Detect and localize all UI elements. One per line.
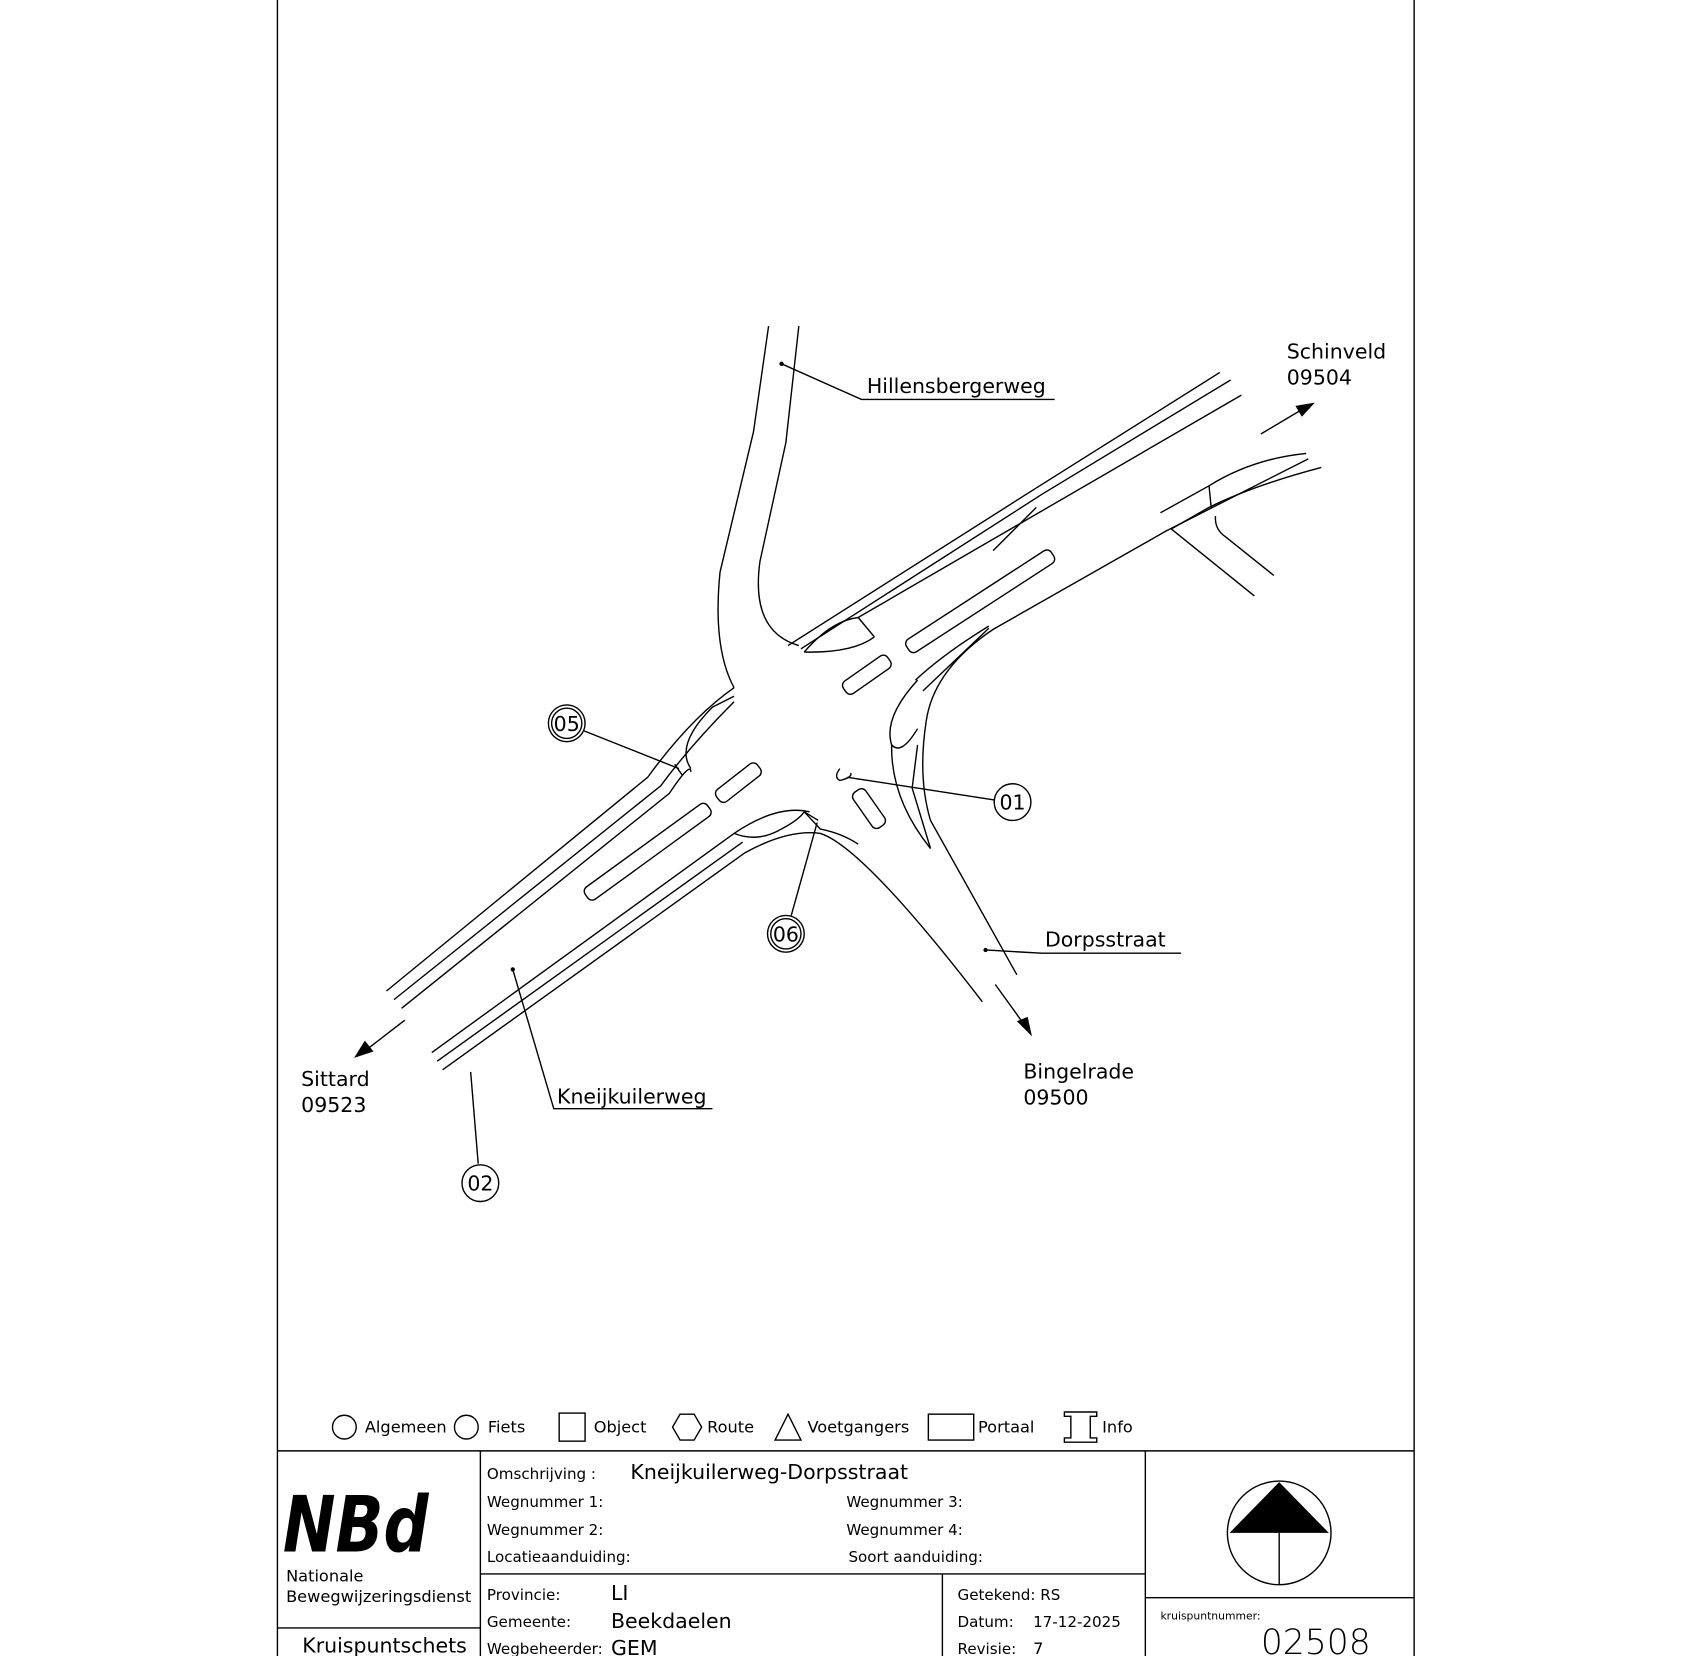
svg-text:Getekend: RS: Getekend: RS [958,1586,1061,1604]
svg-text:Beekdaelen: Beekdaelen [611,1609,732,1633]
junction-drawing [386,325,1322,1071]
svg-text:Route: Route [707,1418,754,1437]
svg-text:7: 7 [1033,1639,1043,1656]
road-label-hillensbergerweg: Hillensbergerweg [779,361,1055,401]
svg-text:Wegnummer 1:: Wegnummer 1: [487,1493,604,1511]
arrow-schinveld-icon [1295,402,1315,417]
svg-text:Portaal: Portaal [978,1418,1034,1437]
destination-bingelrade: Bingelrade 09500 [1023,1059,1134,1109]
omschrijving-value: Kneijkuilerweg-Dorpsstraat [630,1460,908,1484]
marker-05[interactable]: 05 [547,704,680,770]
marker-01[interactable]: 01 [847,776,1032,822]
svg-text:Bewegwijzeringsdienst: Bewegwijzeringsdienst [286,1587,471,1606]
svg-text:17-12-2025: 17-12-2025 [1033,1613,1121,1631]
marker-02[interactable]: 02 [461,1071,500,1203]
svg-text:01: 01 [1000,791,1026,815]
svg-text:Locatieaanduiding:: Locatieaanduiding: [487,1548,631,1566]
svg-text:Info: Info [1102,1418,1133,1437]
svg-text:Omschrijving :: Omschrijving : [487,1465,596,1483]
kruispunt-number: 02508 [1261,1623,1371,1656]
svg-text:09504: 09504 [1287,365,1352,389]
svg-text:Wegnummer 3:: Wegnummer 3: [846,1493,963,1511]
road-label-dorpsstraat: Dorpsstraat [983,928,1181,954]
svg-text:Dorpsstraat: Dorpsstraat [1045,928,1166,952]
svg-text:Wegnummer 2:: Wegnummer 2: [487,1521,604,1539]
svg-text:Datum:: Datum: [958,1613,1014,1631]
marker-06[interactable]: 06 [766,822,818,953]
svg-text:Nationale: Nationale [286,1566,363,1585]
destination-sittard: Sittard 09523 [301,1067,369,1117]
nbd-logo: NBd [283,1480,430,1570]
legend-circle-icon [331,1414,357,1440]
svg-text:Kneijkuilerweg: Kneijkuilerweg [557,1084,707,1108]
svg-text:Sittard: Sittard [301,1067,369,1091]
svg-text:02: 02 [467,1172,493,1196]
svg-text:LI: LI [611,1581,628,1605]
svg-text:Bingelrade: Bingelrade [1023,1059,1134,1083]
svg-text:05: 05 [554,712,580,736]
svg-text:Algemeen: Algemeen [365,1418,447,1437]
legend-i-beam-icon [1063,1411,1098,1443]
title-block: NBd Nationale Bewegwijzeringsdienst Krui… [277,1450,1415,1656]
svg-text:Revisie:: Revisie: [958,1640,1017,1656]
legend-rectangle-icon [927,1413,975,1441]
svg-text:Provincie:: Provincie: [487,1586,561,1604]
svg-text:Soort aanduiding:: Soort aanduiding: [848,1548,983,1566]
svg-text:Schinveld: Schinveld [1287,339,1386,363]
svg-text:Wegbeheerder:: Wegbeheerder: [487,1640,603,1656]
svg-text:kruispuntnummer:: kruispuntnummer: [1160,1609,1260,1622]
legend-hexagon-icon [671,1413,703,1441]
legend-triangle-icon [773,1412,803,1441]
destination-schinveld: Schinveld 09504 [1287,339,1386,389]
svg-text:Fiets: Fiets [488,1418,525,1437]
sheet-frame [276,0,1415,1656]
svg-text:Voetgangers: Voetgangers [807,1418,909,1437]
direction-arrows [354,402,1315,1058]
svg-text:06: 06 [773,922,799,946]
svg-text:Gemeente:: Gemeente: [487,1613,571,1631]
svg-text:09500: 09500 [1023,1085,1088,1109]
svg-text:09523: 09523 [301,1093,366,1117]
svg-text:Object: Object [594,1418,647,1437]
svg-text:GEM: GEM [611,1636,658,1656]
svg-text:Hillensbergerweg: Hillensbergerweg [867,374,1046,398]
arrow-bingelrade-icon [1016,1016,1032,1037]
legend-double-circle-icon [453,1414,479,1440]
road-label-kneijkuilerweg: Kneijkuilerweg [510,967,713,1110]
north-arrow-icon [1226,1480,1332,1586]
svg-text:Kruispuntschets: Kruispuntschets [302,1634,467,1656]
svg-text:Wegnummer 4:: Wegnummer 4: [846,1521,963,1539]
legend-square-icon [558,1412,586,1442]
legend: Algemeen Fiets Object Route Voetgangers … [331,1411,1133,1443]
arrow-sittard-icon [354,1040,374,1058]
